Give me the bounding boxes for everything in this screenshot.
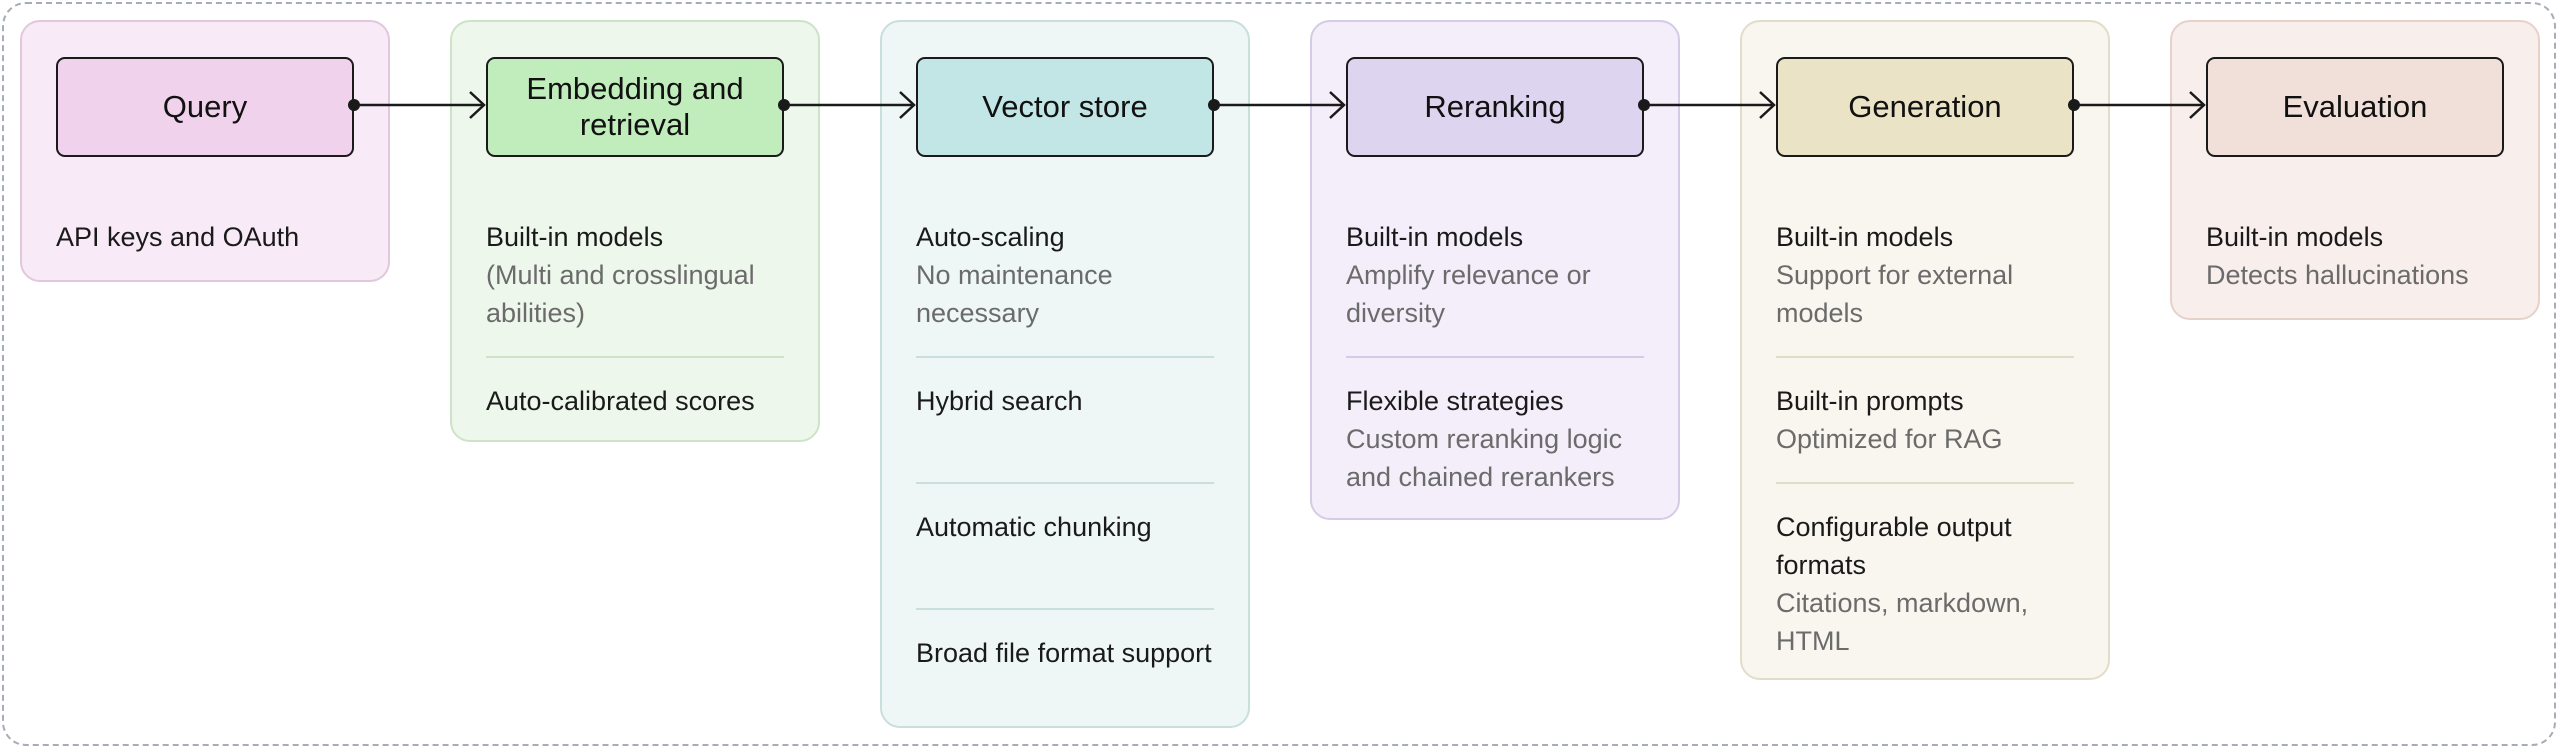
arrow-reranking-to-generation — [1638, 91, 1776, 119]
stage-item-description: Detects hallucinations — [2206, 260, 2469, 290]
stage-item: Built-in models Detects hallucinations — [2206, 218, 2504, 294]
stage-item-heading: Built-in models — [1346, 222, 1524, 252]
arrow-vector-store-to-reranking — [1208, 91, 1346, 119]
stage-item-heading: Built-in models — [2206, 222, 2384, 252]
stage-item: API keys and OAuth — [56, 218, 354, 256]
item-divider — [916, 356, 1214, 358]
stage-items-evaluation: Built-in models Detects hallucinations — [2206, 218, 2504, 294]
arrow-query-to-embedding — [348, 91, 486, 119]
stage-panel-generation: Generation Built-in models Support for e… — [1740, 20, 2110, 680]
stage-panel-vector-store: Vector store Auto-scaling No maintenance… — [880, 20, 1250, 728]
stage-item-heading: Flexible strategies — [1346, 386, 1564, 416]
item-divider — [1776, 482, 2074, 484]
stage-items-query: API keys and OAuth — [56, 218, 354, 256]
stage-title-vector-store: Vector store — [916, 57, 1214, 157]
stage-item: Automatic chunking — [916, 508, 1214, 584]
item-divider — [1776, 356, 2074, 358]
arrow-generation-to-evaluation — [2068, 91, 2206, 119]
stage-item-description: Citations, markdown, HTML — [1776, 588, 2029, 656]
stage-item-heading: Built-in models — [486, 222, 664, 252]
stage-item-description: Custom reranking logic and chained reran… — [1346, 424, 1623, 492]
stage-item-heading: API keys and OAuth — [56, 222, 300, 252]
stage-item-heading: Automatic chunking — [916, 512, 1152, 542]
stage-title-evaluation: Evaluation — [2206, 57, 2504, 157]
stage-item-heading: Hybrid search — [916, 386, 1083, 416]
stage-item: Hybrid search — [916, 382, 1214, 458]
stage-item-heading: Built-in models — [1776, 222, 1954, 252]
stage-items-reranking: Built-in models Amplify relevance or div… — [1346, 218, 1644, 496]
stage-item: Built-in models Support for external mod… — [1776, 218, 2074, 332]
stage-items-generation: Built-in models Support for external mod… — [1776, 218, 2074, 660]
stage-items-embedding: Built-in models (Multi and crosslingual … — [486, 218, 784, 420]
stage-panel-evaluation: Evaluation Built-in models Detects hallu… — [2170, 20, 2540, 320]
stage-item: Built-in models (Multi and crosslingual … — [486, 218, 784, 332]
stage-title-generation: Generation — [1776, 57, 2074, 157]
stage-item: Built-in models Amplify relevance or div… — [1346, 218, 1644, 332]
stage-item: Built-in prompts Optimized for RAG — [1776, 382, 2074, 458]
stage-item-description: Optimized for RAG — [1776, 424, 2003, 454]
stage-panel-reranking: Reranking Built-in models Amplify releva… — [1310, 20, 1680, 520]
stage-item-heading: Built-in prompts — [1776, 386, 1964, 416]
stage-item-heading: Configurable output formats — [1776, 512, 2012, 580]
stage-item: Configurable output formats Citations, m… — [1776, 508, 2074, 660]
stage-items-vector-store: Auto-scaling No maintenance necessary Hy… — [916, 218, 1214, 672]
stage-panel-embedding: Embedding and retrieval Built-in models … — [450, 20, 820, 442]
stage-item: Broad file format support — [916, 634, 1214, 672]
stage-title-embedding: Embedding and retrieval — [486, 57, 784, 157]
item-divider — [916, 482, 1214, 484]
arrow-embedding-to-vector-store — [778, 91, 916, 119]
item-divider — [486, 356, 784, 358]
stage-title-reranking: Reranking — [1346, 57, 1644, 157]
stage-title-query: Query — [56, 57, 354, 157]
stage-item-description: No maintenance necessary — [916, 260, 1113, 328]
stage-item-description: Support for external models — [1776, 260, 2014, 328]
stage-item-heading: Auto-scaling — [916, 222, 1065, 252]
item-divider — [1346, 356, 1644, 358]
item-divider — [916, 608, 1214, 610]
stage-item: Flexible strategies Custom reranking log… — [1346, 382, 1644, 496]
stage-item: Auto-calibrated scores — [486, 382, 784, 420]
stage-item-heading: Auto-calibrated scores — [486, 386, 755, 416]
stage-panel-query: Query API keys and OAuth — [20, 20, 390, 282]
stage-item: Auto-scaling No maintenance necessary — [916, 218, 1214, 332]
stage-item-description: (Multi and crosslingual abilities) — [486, 260, 755, 328]
stage-item-description: Amplify relevance or diversity — [1346, 260, 1591, 328]
stage-item-heading: Broad file format support — [916, 638, 1212, 668]
